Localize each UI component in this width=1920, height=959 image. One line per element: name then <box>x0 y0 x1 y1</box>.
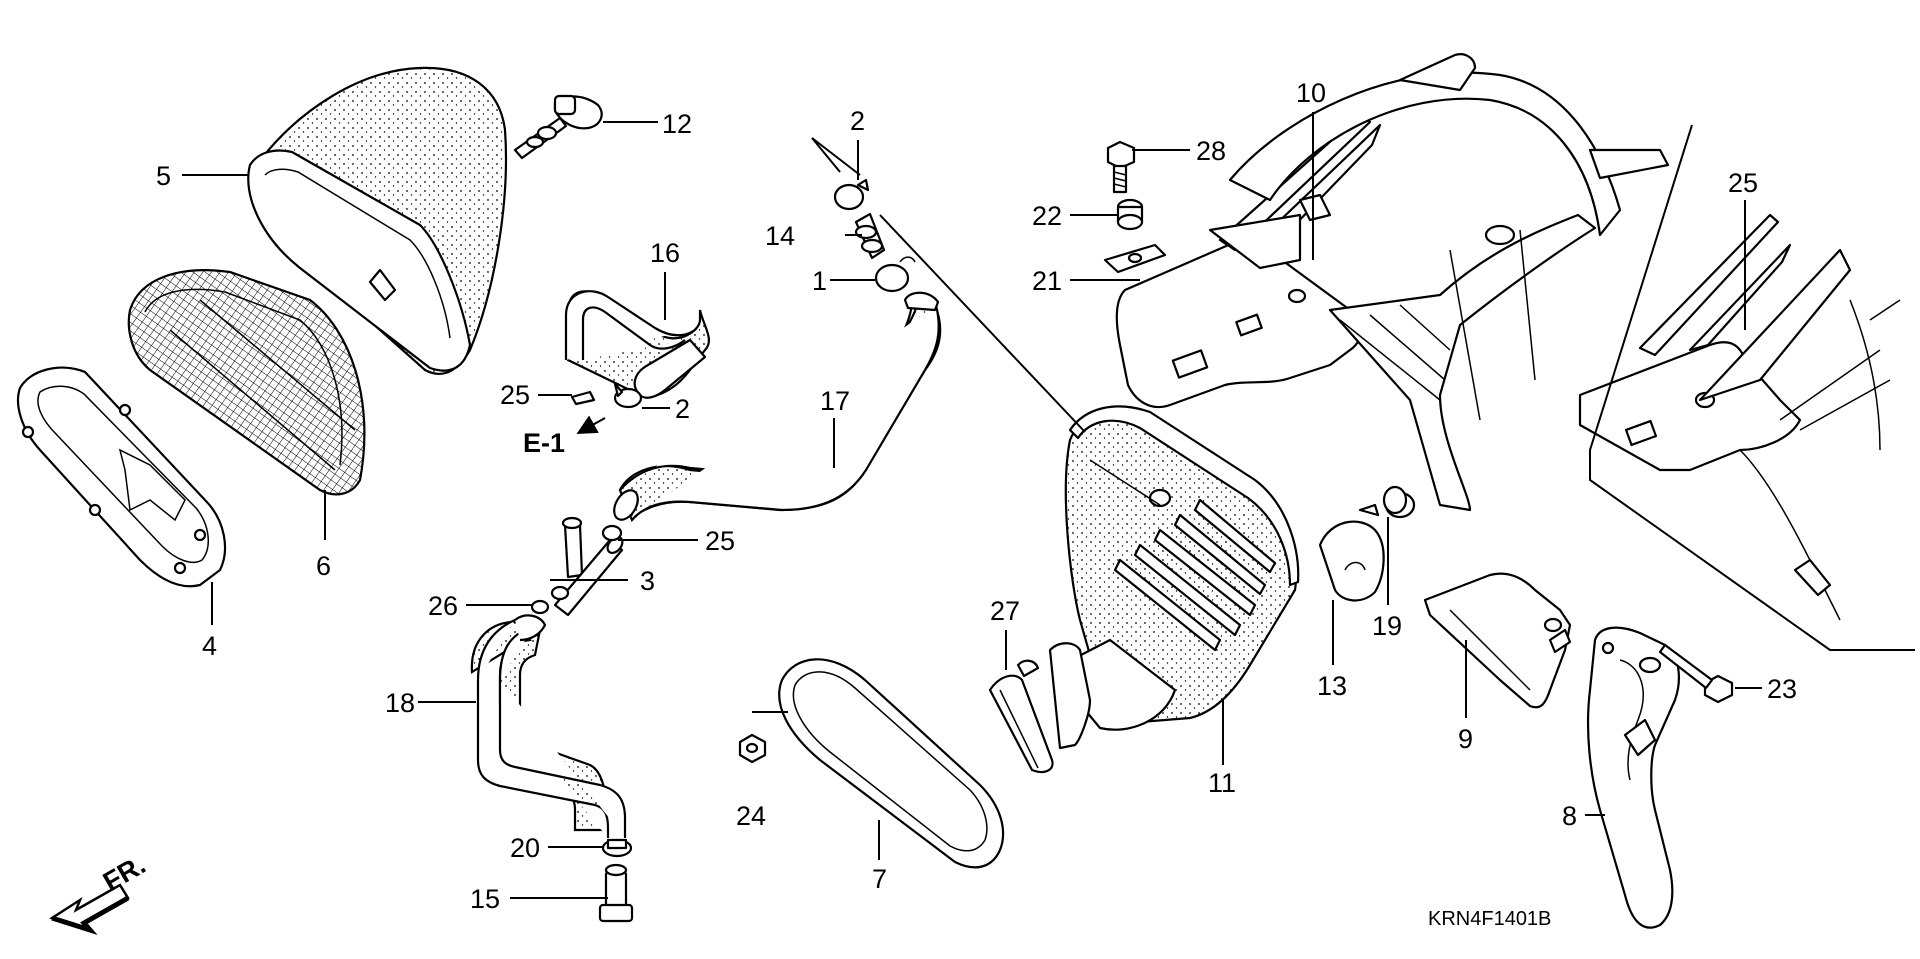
callout-23: 23 <box>1767 674 1797 704</box>
callout-6: 6 <box>316 551 331 581</box>
leader-lines <box>182 112 1762 899</box>
callout-17: 17 <box>820 386 850 416</box>
callout-21: 21 <box>1032 266 1062 296</box>
part-26-connecting-tube <box>988 659 1054 774</box>
callout-8: 8 <box>1562 801 1577 831</box>
part-12-screw <box>513 94 603 160</box>
part-24-nut <box>738 733 767 764</box>
callout-15: 15 <box>470 884 500 914</box>
callout-9: 9 <box>1458 724 1473 754</box>
part-21-bracket <box>1103 243 1167 274</box>
assembly-line-short-1 <box>811 137 841 173</box>
part-3-joint <box>553 516 624 617</box>
part-10-side-cover <box>1115 53 1670 519</box>
part-16-breather-tube <box>564 290 710 399</box>
callout-labels: 5 12 6 4 16 25 2 E-1 2 14 1 17 25 3 26 1… <box>156 78 1797 914</box>
callout-11: 11 <box>1208 768 1236 798</box>
part-23-bolt <box>1658 643 1734 704</box>
assembly-line <box>879 214 1086 433</box>
callout-2-b: 2 <box>675 394 690 424</box>
callout-3: 3 <box>640 566 655 596</box>
part-7-gasket <box>778 658 1005 869</box>
part-25-clip-middle <box>601 524 623 542</box>
part-27-bolt <box>1106 140 1136 194</box>
callout-22: 22 <box>1032 201 1062 231</box>
front-direction-label: FR. <box>98 849 151 897</box>
part-1-seal <box>874 256 916 293</box>
callout-7: 7 <box>872 864 887 894</box>
part-6-filter-mesh <box>127 269 366 496</box>
part-13-duct <box>1318 520 1385 602</box>
part-9-plate <box>1423 572 1572 709</box>
drawing-code: KRN4F1401B <box>1428 908 1551 930</box>
part-22-collar <box>1116 198 1144 231</box>
part-11-air-cleaner-case <box>1048 405 1300 750</box>
callout-16: 16 <box>650 238 680 268</box>
part-25-clip-upper <box>570 390 596 406</box>
part-20-clip <box>601 838 633 858</box>
part-5-air-filter-element <box>247 66 508 375</box>
part-8-heat-guard <box>1586 626 1680 929</box>
callout-19: 19 <box>1372 611 1402 641</box>
part-17-drain-tube <box>613 291 942 523</box>
callout-20: 20 <box>510 833 540 863</box>
callout-14: 14 <box>765 221 795 251</box>
part-14-check-valve <box>854 212 886 260</box>
callout-28: 25 <box>1728 168 1758 198</box>
part-18-tube <box>470 614 627 838</box>
front-direction-arrow: FR. <box>49 849 151 936</box>
callout-2-a: 2 <box>850 106 865 136</box>
callout-4: 4 <box>202 631 217 661</box>
part-2-clip-top <box>833 178 870 211</box>
part-4-filter-holder <box>16 366 227 588</box>
callout-26: 27 <box>990 596 1020 626</box>
callout-25-b: 25 <box>705 526 735 556</box>
part-28-side-cover <box>1578 124 1915 651</box>
callout-10: 10 <box>1296 78 1326 108</box>
assembly-line-short-2 <box>811 137 861 176</box>
callout-25-c: 26 <box>428 591 458 621</box>
part-19-grommet <box>1358 485 1408 517</box>
callout-25-a: 25 <box>500 380 530 410</box>
callout-24: 24 <box>736 801 766 831</box>
part-2-clip-lower <box>613 382 643 409</box>
part-15-drain-plug <box>598 863 634 923</box>
callout-5: 5 <box>156 161 171 191</box>
reference-arrow <box>576 415 606 434</box>
callout-12: 12 <box>662 109 692 139</box>
reference-e1: E-1 <box>523 428 565 458</box>
callout-18: 18 <box>385 688 415 718</box>
callout-13: 13 <box>1317 671 1347 701</box>
callout-1: 1 <box>812 266 827 296</box>
part-25-clip-lower <box>530 585 570 615</box>
callout-27: 28 <box>1196 136 1226 166</box>
